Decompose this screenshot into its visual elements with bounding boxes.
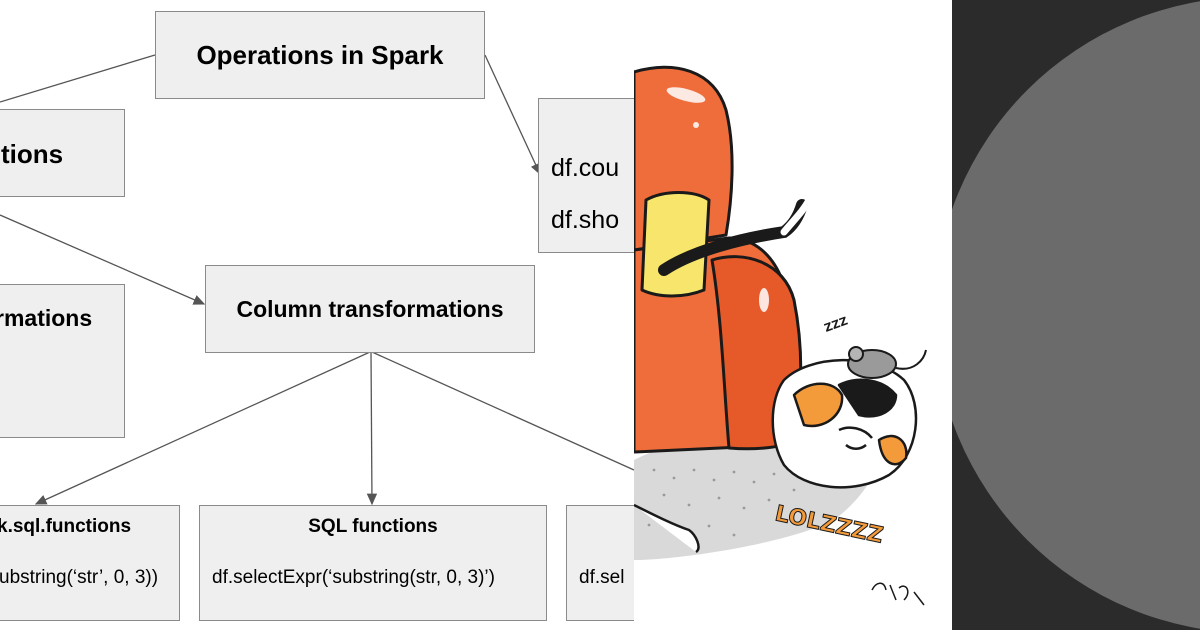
snore-text: ZZZ	[823, 314, 850, 334]
cat-orange-patch	[792, 382, 844, 428]
node-title: Operations in Spark	[196, 40, 444, 70]
node-title: tions	[1, 139, 64, 169]
mouse	[847, 346, 927, 379]
node-actions: df.cou df.sho	[538, 98, 634, 253]
node-sql-functions: SQL functions df.selectExpr(‘substring(s…	[199, 505, 547, 621]
cartoon-illustration: ZZZ LOLZZZZ	[634, 65, 927, 606]
cat-black-patch	[837, 378, 898, 418]
cat-face	[838, 426, 873, 439]
cat-body	[771, 358, 918, 489]
node-code: df.sel	[579, 567, 625, 588]
node-row-transformations: rmations	[0, 284, 125, 438]
node-title: Column transformations	[236, 296, 504, 322]
sleeping-cat-cartoon: ZZZ LOLZZZZ	[634, 0, 952, 630]
artist-signature	[871, 582, 925, 606]
edge-column-to-sql	[366, 351, 378, 506]
node-title: SQL functions	[308, 516, 438, 537]
edge-root-to-left	[0, 54, 156, 103]
edge-left-to-column	[0, 214, 206, 305]
node-code: ubstring(‘str’, 0, 3))	[0, 567, 159, 588]
armchair-cushion	[640, 191, 711, 298]
person-hand	[634, 503, 700, 554]
action-item: df.sho	[551, 206, 620, 234]
rug-dots	[647, 468, 796, 537]
sleeping-cat	[771, 358, 918, 489]
armchair	[634, 65, 803, 454]
node-code: df.selectExpr(‘substring(str, 0, 3)’)	[212, 567, 495, 588]
edge-column-to-third	[371, 351, 634, 471]
node-title: k.sql.functions	[0, 516, 132, 537]
dark-decorative-panel	[952, 0, 1200, 630]
spark-operations-diagram: Operations in Spark tions df.cou df.sho …	[0, 11, 634, 621]
decorative-circle	[952, 1, 1200, 629]
node-column-transformations: Column transformations	[205, 265, 535, 353]
node-pyspark-sql-functions: k.sql.functions ubstring(‘str’, 0, 3))	[0, 505, 180, 621]
node-title: rmations	[0, 305, 93, 331]
cat-closed-eye	[845, 443, 867, 450]
diagram-edges	[0, 54, 634, 506]
edge-column-to-pyspark	[34, 351, 371, 505]
action-item: df.cou	[551, 154, 620, 182]
edge-root-to-actions	[484, 54, 541, 176]
armchair-highlights	[666, 87, 769, 312]
node-third-method: df.sel	[566, 505, 634, 621]
person-foot	[780, 196, 813, 236]
node-operations-in-spark: Operations in Spark	[155, 11, 485, 99]
node-transformations: tions	[0, 109, 125, 197]
cat-orange-cheek	[877, 434, 908, 466]
